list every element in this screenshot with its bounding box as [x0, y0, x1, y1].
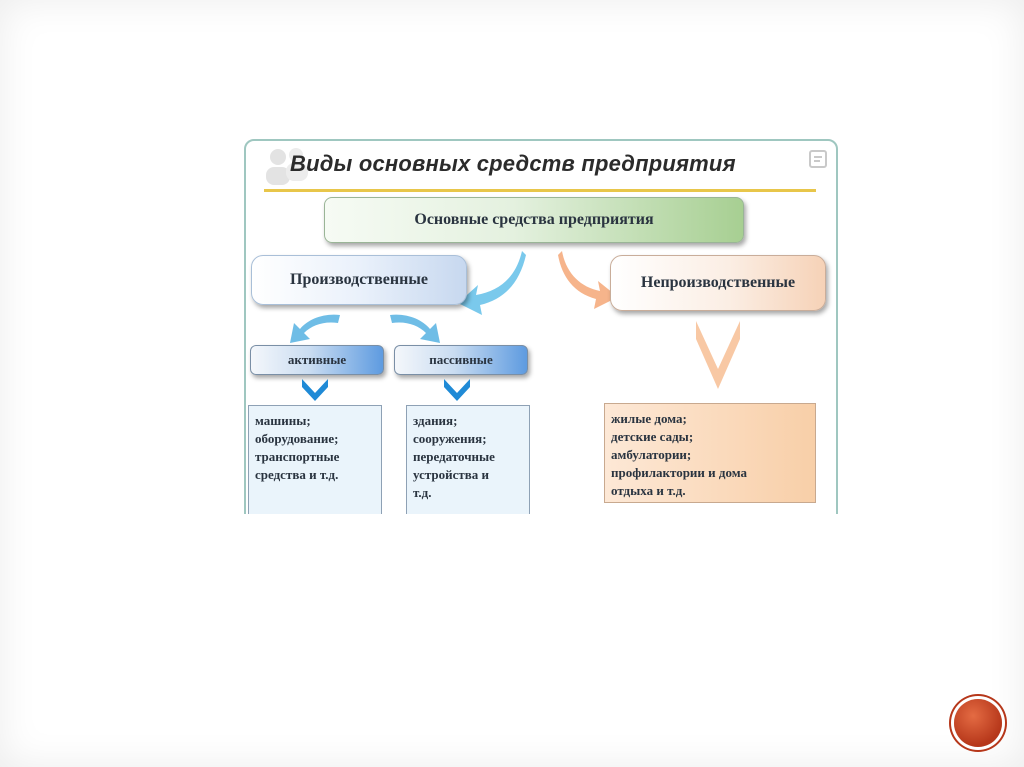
- chevron-down-icon: [696, 321, 740, 389]
- arrow-root-to-nonproduction-icon: [558, 251, 618, 309]
- arrow-root-to-production-icon: [458, 251, 526, 315]
- list-item: средства и т.д.: [255, 467, 339, 482]
- production-box: Производственные: [251, 255, 467, 305]
- diagram-title: Виды основных средств предприятия: [290, 151, 736, 176]
- list-item: амбулатории;: [611, 447, 692, 462]
- arrow-production-to-passive-icon: [390, 314, 440, 343]
- list-item: оборудование;: [255, 431, 339, 446]
- list-item: сооружения;: [413, 431, 487, 446]
- chevron-down-icon: [302, 379, 328, 401]
- title-underline: [264, 189, 816, 192]
- list-item: здания;: [413, 413, 458, 428]
- passive-items-list: здания; сооружения; передаточные устройс…: [406, 405, 530, 514]
- slide-nav-button[interactable]: [954, 699, 1002, 747]
- list-item: детские сады;: [611, 429, 694, 444]
- document-icon: [809, 150, 827, 168]
- nonproduction-box: Непроизводственные: [610, 255, 826, 311]
- diagram-figure: Виды основных средств предприятия Основн…: [236, 131, 844, 514]
- list-item: устройства и: [413, 467, 490, 482]
- list-item: транспортные: [255, 449, 340, 464]
- passive-box: пассивные: [394, 345, 528, 375]
- nonproduction-label: Непроизводственные: [640, 274, 796, 291]
- production-label: Производственные: [290, 271, 428, 288]
- list-item: т.д.: [413, 485, 432, 500]
- people-icon: [266, 148, 308, 185]
- active-box: активные: [250, 345, 384, 375]
- passive-label: пассивные: [429, 352, 493, 367]
- active-label: активные: [287, 352, 347, 367]
- root-box: Основные средства предприятия: [324, 197, 744, 243]
- nonproduction-items-list: жилые дома; детские сады; амбулатории; п…: [604, 403, 816, 503]
- list-item: жилые дома;: [611, 411, 687, 426]
- arrow-production-to-active-icon: [290, 314, 340, 343]
- root-label: Основные средства предприятия: [414, 211, 654, 228]
- list-item: отдыха и т.д.: [611, 483, 686, 498]
- active-items-list: машины; оборудование; транспортные средс…: [248, 405, 382, 514]
- list-item: передаточные: [413, 449, 495, 464]
- list-item: профилактории и дома: [611, 465, 747, 480]
- list-item: машины;: [255, 413, 311, 428]
- chevron-down-icon: [444, 379, 470, 401]
